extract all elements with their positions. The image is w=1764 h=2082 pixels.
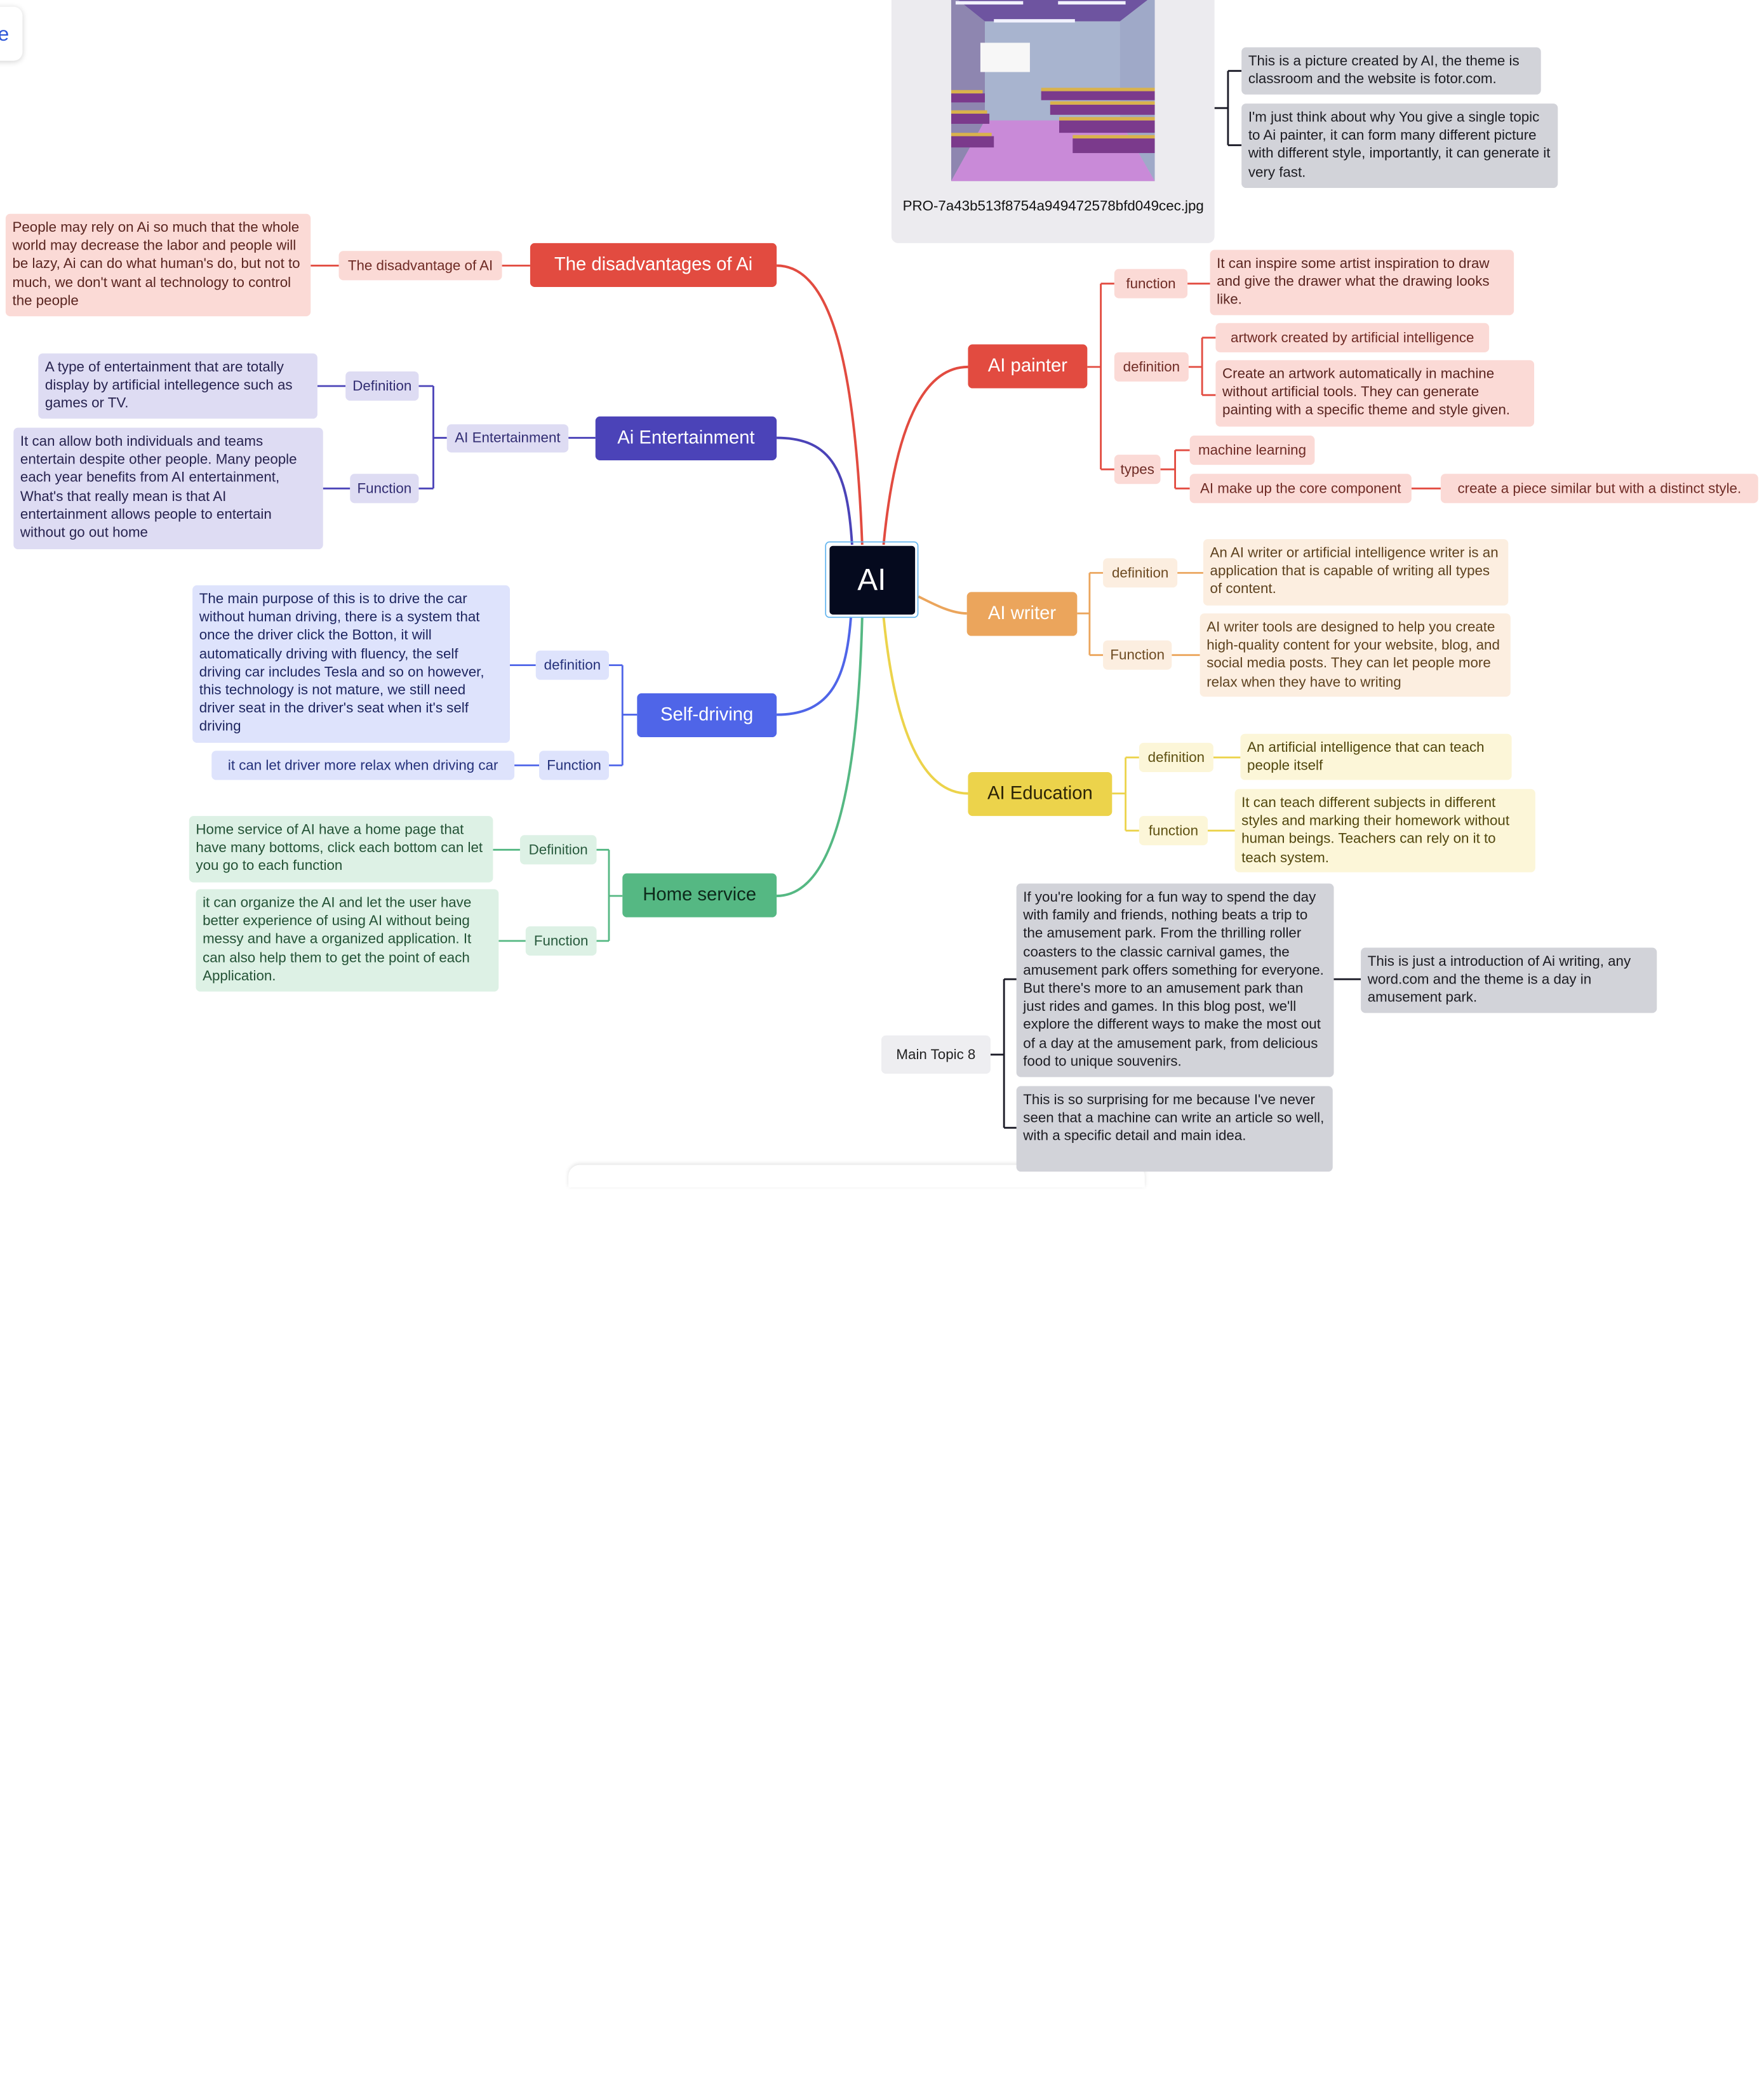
entertainment-function-text[interactable]: It can allow both individuals and teams …: [13, 427, 323, 550]
writer-function[interactable]: Function: [1103, 640, 1172, 670]
home-function[interactable]: Function: [525, 926, 597, 956]
writer-function-text[interactable]: AI writer tools are designed to help you…: [1199, 613, 1511, 697]
painter-types[interactable]: types: [1114, 455, 1161, 484]
central-topic-label: AI: [829, 545, 915, 614]
topic-ai-painter[interactable]: AI painter: [968, 344, 1088, 389]
topic-disadvantages[interactable]: The disadvantages of Ai: [530, 243, 777, 288]
painter-definition-text-1[interactable]: artwork created by artificial intelligen…: [1215, 323, 1490, 352]
painter-function[interactable]: function: [1114, 269, 1188, 298]
painter-function-text[interactable]: It can inspire some artist inspiration t…: [1210, 250, 1514, 316]
selfdriving-definition[interactable]: definition: [535, 650, 609, 680]
painter-type-core-component[interactable]: AI make up the core component: [1189, 474, 1412, 504]
topic8-essay-note[interactable]: This is just a introduction of Ai writin…: [1361, 947, 1657, 1013]
painter-type-machine-learning[interactable]: machine learning: [1189, 435, 1315, 465]
subtopic-disadvantage[interactable]: The disadvantage of AI: [338, 251, 502, 281]
writer-definition-text[interactable]: An AI writer or artificial intelligence …: [1203, 539, 1509, 606]
writer-definition[interactable]: definition: [1103, 558, 1178, 588]
topic-ai-education[interactable]: AI Education: [968, 772, 1113, 817]
topic-home-service[interactable]: Home service: [622, 873, 777, 918]
entertainment-definition[interactable]: Definition: [345, 371, 419, 401]
home-function-text[interactable]: it can organize the AI and let the user …: [196, 889, 499, 992]
topic-ai-writer[interactable]: AI writer: [966, 592, 1078, 636]
image-note-2[interactable]: I'm just think about why You give a sing…: [1241, 103, 1558, 189]
selfdriving-function-text[interactable]: it can let driver more relax when drivin…: [211, 751, 515, 780]
painter-definition[interactable]: definition: [1114, 352, 1189, 382]
connector-lines: [311, 70, 1441, 1129]
image-note-1[interactable]: This is a picture created by AI, the the…: [1241, 47, 1541, 95]
topic-self-driving[interactable]: Self-driving: [637, 693, 777, 738]
topic8-essay[interactable]: If you're looking for a fun way to spend…: [1016, 883, 1334, 1078]
central-topic[interactable]: AI: [825, 541, 919, 618]
topic-entertainment[interactable]: Ai Entertainment: [595, 416, 777, 460]
painter-type-core-component-child[interactable]: create a piece similar but with a distin…: [1440, 474, 1758, 504]
home-definition[interactable]: Definition: [519, 835, 597, 865]
subtopic-ai-entertainment[interactable]: AI Entertainment: [446, 424, 569, 453]
painter-definition-text-2[interactable]: Create an artwork automatically in machi…: [1215, 360, 1535, 427]
chip-glyph: e: [0, 22, 9, 46]
classroom-image: [951, 0, 1155, 182]
image-card[interactable]: PRO-7a43b513f8754a949472578bfd049cec.jpg: [891, 0, 1215, 243]
education-definition-text[interactable]: An artificial intelligence that can teac…: [1240, 733, 1512, 780]
image-caption: PRO-7a43b513f8754a949472578bfd049cec.jpg: [902, 197, 1204, 214]
entertainment-definition-text[interactable]: A type of entertainment that are totally…: [38, 353, 317, 419]
selfdriving-definition-text[interactable]: The main purpose of this is to drive the…: [192, 585, 510, 743]
education-function-text[interactable]: It can teach different subjects in diffe…: [1234, 789, 1535, 872]
education-function[interactable]: function: [1139, 816, 1208, 846]
topic8-surprise[interactable]: This is so surprising for me because I'v…: [1016, 1086, 1333, 1172]
note-disadvantage[interactable]: People may rely on Ai so much that the w…: [5, 213, 311, 317]
home-definition-text[interactable]: Home service of AI have a home page that…: [189, 816, 493, 883]
topic-main-topic-8[interactable]: Main Topic 8: [881, 1035, 991, 1074]
education-definition[interactable]: definition: [1139, 742, 1213, 773]
side-panel-chip[interactable]: e: [0, 6, 23, 61]
selfdriving-function[interactable]: Function: [539, 751, 609, 780]
entertainment-function[interactable]: Function: [350, 474, 419, 504]
